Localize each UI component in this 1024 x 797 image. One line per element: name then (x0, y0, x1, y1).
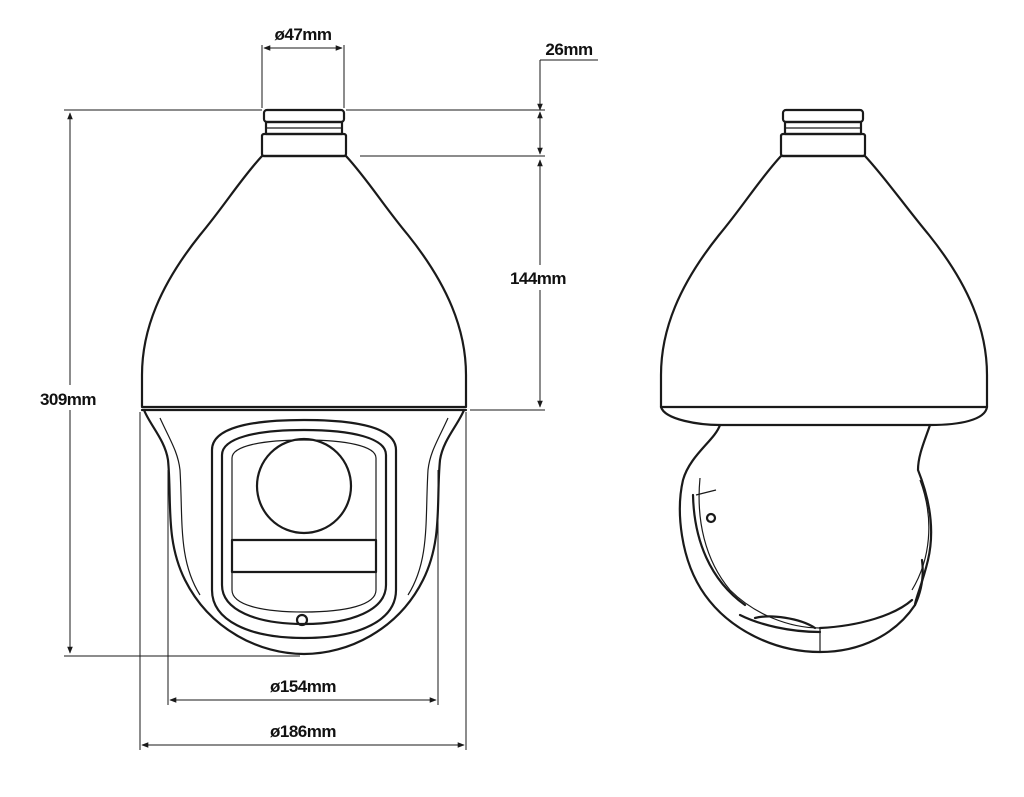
outer-diameter-label: ø186mm (270, 722, 336, 741)
side-screw (705, 512, 717, 524)
top-diameter-label: ø47mm (274, 25, 331, 44)
side-upper-housing (659, 154, 989, 409)
total-height-label: 309mm (40, 390, 96, 409)
side-neck (779, 108, 867, 158)
front-neck (260, 108, 348, 158)
neck-height-label: 26mm (545, 40, 593, 59)
front-lens (255, 437, 353, 535)
dimension-lines (64, 45, 598, 750)
inner-diameter-label: ø154mm (270, 677, 336, 696)
side-view (659, 108, 989, 654)
housing-height-label: 144mm (510, 269, 566, 288)
front-camera-window (210, 418, 398, 640)
front-lower-body (142, 408, 466, 656)
front-upper-housing (140, 154, 468, 409)
side-yoke (678, 423, 924, 654)
front-view (140, 108, 468, 656)
front-sensor (295, 613, 309, 627)
